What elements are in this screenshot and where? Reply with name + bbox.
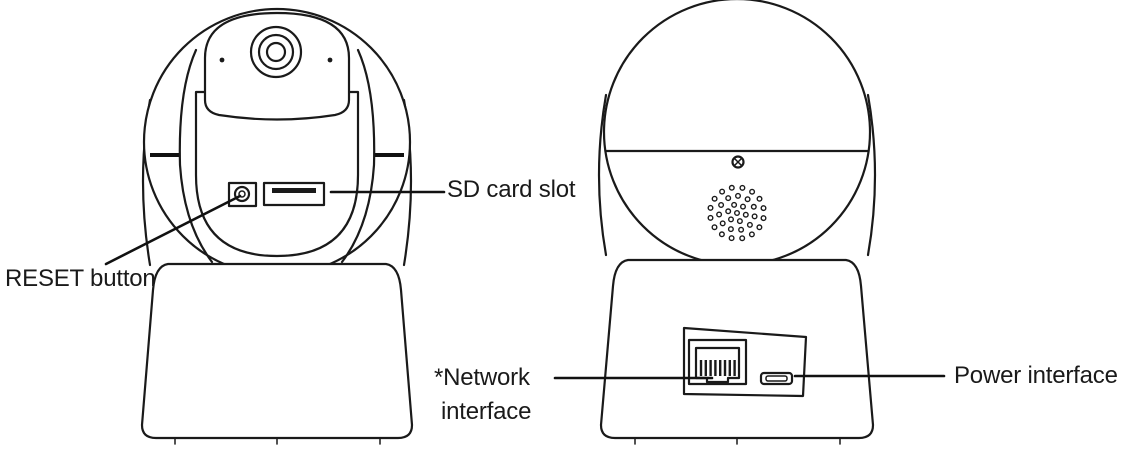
camera-front-view <box>140 7 414 445</box>
speaker-grille <box>707 184 767 242</box>
speaker-hole <box>707 214 714 221</box>
reset-button-pin <box>238 190 246 198</box>
speaker-hole <box>748 231 755 238</box>
camera-lens-inner <box>265 41 287 63</box>
network-interface-label-line1: *Network <box>434 364 530 391</box>
speaker-hole <box>711 195 718 202</box>
speaker-hole <box>749 188 756 195</box>
speaker-hole <box>735 192 742 199</box>
speaker-hole <box>740 203 747 210</box>
speaker-hole <box>725 208 732 215</box>
speaker-hole <box>739 235 746 242</box>
back-head-sphere <box>602 0 872 267</box>
speaker-hole <box>760 205 767 212</box>
front-indicator-right <box>327 57 333 63</box>
speaker-hole <box>725 195 732 202</box>
speaker-hole <box>736 218 743 225</box>
speaker-hole <box>707 204 714 211</box>
sd-card-slot-opening <box>272 188 316 193</box>
front-indicator-left <box>219 57 225 63</box>
speaker-hole <box>716 211 723 218</box>
reset-button <box>233 185 251 203</box>
sd-card-slot <box>262 181 326 207</box>
usb-power-port <box>759 371 794 386</box>
speaker-hole <box>738 226 745 233</box>
speaker-hole <box>744 196 751 203</box>
speaker-hole <box>734 209 741 216</box>
back-left-ear <box>597 93 608 257</box>
speaker-hole <box>756 195 763 202</box>
speaker-hole <box>718 201 725 208</box>
speaker-hole <box>719 220 726 227</box>
back-screw-slot-b <box>733 157 743 167</box>
usb-power-port-inner <box>765 375 788 382</box>
speaker-hole <box>719 188 726 195</box>
speaker-hole <box>742 211 749 218</box>
front-gimbal-arm-left <box>178 48 214 264</box>
reset-button-housing <box>227 181 258 208</box>
speaker-hole <box>731 201 738 208</box>
back-screw <box>731 155 745 169</box>
speaker-hole <box>728 184 735 191</box>
front-lens-housing <box>203 11 351 121</box>
speaker-hole <box>739 184 746 191</box>
camera-lens-outer <box>249 25 303 79</box>
network-interface-label-line2: interface <box>441 398 532 425</box>
speaker-hole <box>751 213 758 220</box>
speaker-hole <box>727 226 734 233</box>
reset-button-label: RESET button <box>5 265 156 292</box>
ethernet-pins <box>699 360 736 376</box>
speaker-hole <box>711 224 718 231</box>
speaker-hole <box>756 224 763 231</box>
front-base <box>140 262 414 440</box>
power-interface-label: Power interface <box>954 362 1118 389</box>
sd-card-slot-label: SD card slot <box>447 176 576 203</box>
camera-back-view <box>597 0 877 445</box>
speaker-hole <box>746 221 753 228</box>
speaker-hole <box>728 235 735 242</box>
camera-lens-mid <box>257 33 295 71</box>
back-right-ear <box>866 93 877 257</box>
speaker-hole <box>760 215 767 222</box>
front-gimbal-arm-right <box>340 48 376 264</box>
speaker-hole <box>728 216 735 223</box>
speaker-hole <box>718 231 725 238</box>
ethernet-port <box>687 338 748 386</box>
leader-reset-button <box>104 194 242 266</box>
front-gimbal-inner <box>194 90 360 258</box>
speaker-hole <box>750 203 757 210</box>
